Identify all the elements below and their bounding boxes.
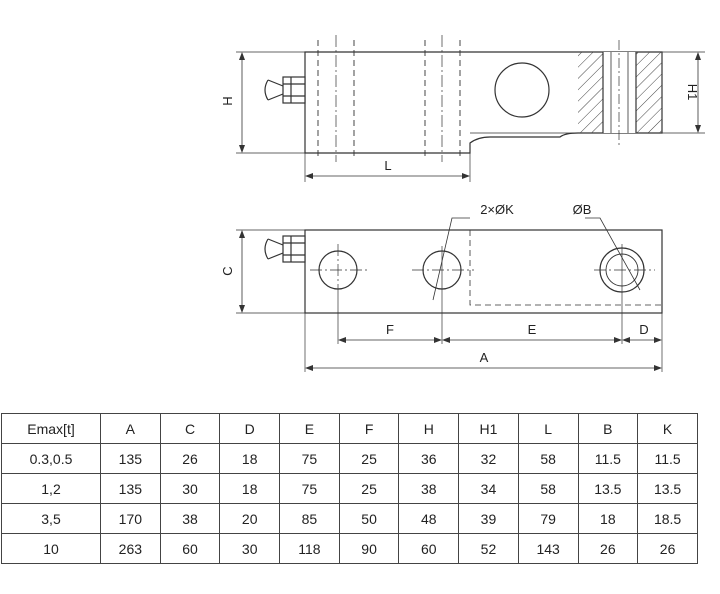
table-cell: 1,2 (1, 473, 101, 504)
header-h1: H1 (458, 413, 519, 444)
label-holes-k: 2×ØK (480, 202, 514, 217)
table-cell: 50 (338, 503, 400, 534)
table-cell: 10 (1, 533, 101, 564)
table-cell: 75 (279, 473, 340, 504)
bore-circle-side (494, 62, 550, 118)
table-cell: 170 (100, 503, 161, 534)
table-cell: 39 (458, 503, 519, 534)
header-f: F (338, 413, 400, 444)
table-cell: 75 (279, 443, 340, 474)
table-cell: 60 (159, 533, 221, 564)
table-cell: 11.5 (637, 443, 698, 474)
table-cell: 18 (577, 503, 639, 534)
table-cell: 263 (100, 533, 161, 564)
table-cell: 90 (338, 533, 400, 564)
table-cell: 0.3,0.5 (1, 443, 101, 474)
table-header-row: Emax[t] A C D E F H H1 L B K (1, 413, 698, 444)
table-cell: 26 (637, 533, 698, 564)
leader-holes (432, 217, 470, 301)
dim-label-h1: H1 (685, 84, 700, 101)
header-k: K (637, 413, 698, 444)
table-cell: 25 (338, 473, 400, 504)
table-cell: 36 (398, 443, 460, 474)
table-row: 10 263 60 30 118 90 60 52 143 26 26 (1, 533, 698, 564)
technical-drawing: H H1 L (220, 35, 705, 372)
header-a: A (100, 413, 161, 444)
table-cell: 25 (338, 443, 400, 474)
table-cell: 34 (458, 473, 519, 504)
table-cell: 13.5 (637, 473, 698, 504)
header-emax: Emax[t] (1, 413, 101, 444)
table-cell: 38 (398, 473, 460, 504)
dim-label-d: D (639, 322, 648, 337)
table-row: 0.3,0.5 135 26 18 75 25 36 32 58 11.5 11… (1, 443, 698, 474)
header-l: L (517, 413, 579, 444)
table-cell: 13.5 (577, 473, 639, 504)
specification-table: Emax[t] A C D E F H H1 L B K 0.3,0.5 135… (1, 413, 698, 564)
table-row: 1,2 135 30 18 75 25 38 34 58 13.5 13.5 (1, 473, 698, 504)
table-cell: 135 (100, 443, 161, 474)
table-cell: 32 (458, 443, 519, 474)
table-cell: 118 (279, 533, 340, 564)
table-cell: 11.5 (577, 443, 639, 474)
dim-label-h: H (220, 96, 235, 105)
table-cell: 3,5 (1, 503, 101, 534)
table-cell: 135 (100, 473, 161, 504)
dim-label-e: E (528, 322, 537, 337)
table-cell: 18.5 (637, 503, 698, 534)
plan-view (236, 217, 663, 372)
table-cell: 85 (279, 503, 340, 534)
header-h: H (398, 413, 460, 444)
dim-label-l: L (384, 158, 391, 173)
header-b: B (577, 413, 639, 444)
table-row: 3,5 170 38 20 85 50 48 39 79 18 18.5 (1, 503, 698, 534)
dim-label-c: C (220, 266, 235, 275)
table-cell: 58 (517, 443, 579, 474)
table-cell: 52 (458, 533, 519, 564)
table-cell: 26 (159, 443, 221, 474)
side-view (236, 35, 705, 182)
cable-connector-plan (264, 235, 306, 263)
table-cell: 38 (159, 503, 221, 534)
table-cell: 79 (517, 503, 579, 534)
table-cell: 26 (577, 533, 639, 564)
header-d: D (219, 413, 281, 444)
header-c: C (159, 413, 221, 444)
table-cell: 60 (398, 533, 460, 564)
plan-view-outline (304, 229, 663, 314)
dim-label-a: A (480, 350, 489, 365)
table-cell: 20 (219, 503, 281, 534)
table-cell: 18 (219, 443, 281, 474)
table-cell: 143 (517, 533, 579, 564)
table-cell: 48 (398, 503, 460, 534)
table-cell: 58 (517, 473, 579, 504)
hidden-hole-lines (317, 40, 461, 158)
table-cell: 30 (219, 533, 281, 564)
label-bore-b: ØB (573, 202, 592, 217)
table-cell: 30 (159, 473, 221, 504)
header-e: E (279, 413, 340, 444)
dim-label-f: F (386, 322, 394, 337)
cable-connector-side (264, 76, 306, 104)
leader-bore (585, 217, 641, 291)
table-cell: 18 (219, 473, 281, 504)
